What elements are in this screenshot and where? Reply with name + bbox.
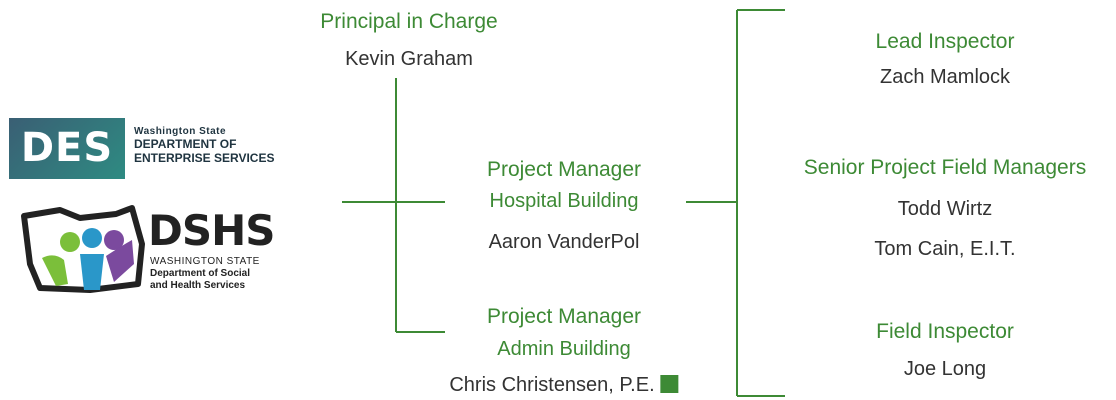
- pm-hospital-subtitle: Hospital Building: [489, 190, 639, 212]
- pm-hospital-title: Project Manager: [486, 158, 642, 181]
- dshs-logo-line3: and Health Services: [150, 280, 246, 291]
- pm-hospital-name: Aaron VanderPol: [488, 231, 640, 253]
- principal-title: Principal in Charge: [320, 10, 498, 33]
- lead-inspector-name: Zach Mamlock: [879, 66, 1011, 88]
- dshs-logo-line2: Department of Social: [150, 268, 251, 279]
- dshs-logo-lines: Department of Social and Health Services: [150, 268, 250, 292]
- des-logo-line1: Washington State: [134, 126, 227, 137]
- des-logo-line3: ENTERPRISE SERVICES: [134, 151, 275, 165]
- dshs-people-icon: [21, 205, 145, 293]
- dshs-logo-line1: WASHINGTON STATE: [150, 256, 260, 267]
- pm-admin-name-row: Chris Christensen, P.E.: [449, 374, 679, 397]
- lead-inspector-title: Lead Inspector: [875, 30, 1015, 53]
- field-inspector-title: Field Inspector: [876, 320, 1014, 343]
- dshs-logo: DSHS WASHINGTON STATE Department of Soci…: [20, 204, 280, 300]
- des-logo-mark: DES: [9, 118, 125, 179]
- des-logo-text: Washington State DEPARTMENT OF ENTERPRIS…: [134, 126, 274, 165]
- field-inspector-name: Joe Long: [903, 358, 987, 380]
- pm-admin-title: Project Manager: [486, 305, 642, 328]
- senior-field-title: Senior Project Field Managers: [803, 156, 1087, 179]
- des-logo-line2: DEPARTMENT OF: [134, 137, 237, 151]
- des-logo: DES Washington State DEPARTMENT OF ENTER…: [9, 118, 281, 180]
- principal-name: Kevin Graham: [345, 48, 473, 70]
- senior-field-name: Todd Wirtz: [897, 198, 993, 220]
- senior-field-name: Tom Cain, E.I.T.: [874, 238, 1016, 260]
- pm-admin-name: Chris Christensen, P.E.: [449, 374, 655, 396]
- green-square-icon: [660, 375, 679, 393]
- pm-admin-subtitle: Admin Building: [497, 338, 631, 360]
- dshs-logo-mark: DSHS: [148, 206, 276, 255]
